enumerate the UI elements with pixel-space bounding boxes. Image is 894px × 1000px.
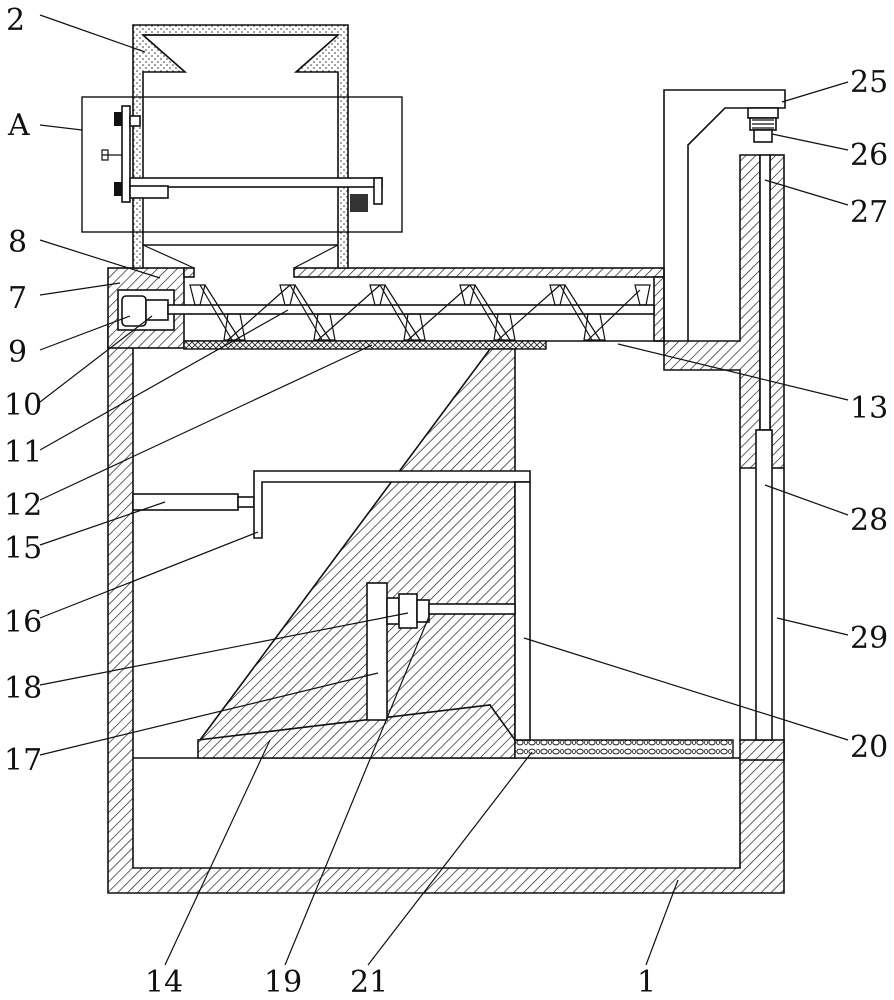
leader-17 xyxy=(39,672,379,756)
leader-lines xyxy=(39,14,849,966)
leader-20 xyxy=(523,637,849,741)
label-25: 25 xyxy=(850,65,888,100)
plate-20 xyxy=(514,481,531,741)
filter-plate-21 xyxy=(514,739,734,759)
label-17: 17 xyxy=(4,743,42,778)
partition-wall xyxy=(198,348,516,742)
label-A: A xyxy=(7,108,30,143)
support-17 xyxy=(366,582,388,721)
label-10: 10 xyxy=(4,388,42,423)
screw-blades-lower xyxy=(223,313,606,341)
lifting-assembly xyxy=(663,89,786,741)
label-21: 21 xyxy=(350,965,388,1000)
label-12: 12 xyxy=(4,488,42,523)
motor-26-top xyxy=(747,107,779,119)
detail-a-slider xyxy=(129,185,169,199)
label-28: 28 xyxy=(850,503,888,538)
leader-28 xyxy=(764,484,849,516)
screw-conveyor xyxy=(167,284,655,341)
right-column-left xyxy=(663,154,761,469)
partition xyxy=(197,348,734,759)
detail-a-arm-end xyxy=(373,177,383,205)
crusher-drive xyxy=(366,582,516,721)
leader-21 xyxy=(367,751,533,966)
leader-12 xyxy=(39,344,373,501)
right-column-right xyxy=(769,154,785,469)
leader-16 xyxy=(39,531,259,619)
label-13: 13 xyxy=(850,391,888,426)
motor-coupling xyxy=(145,299,169,321)
leader-29 xyxy=(776,617,849,636)
detail-a-screw xyxy=(129,115,141,127)
leader-11 xyxy=(39,309,289,451)
cylinder-rod xyxy=(237,496,255,508)
leader-15 xyxy=(39,501,166,546)
detail-a-clamp-bottom xyxy=(114,182,122,196)
housing-corner xyxy=(739,739,785,761)
leader-13 xyxy=(617,343,849,401)
label-29: 29 xyxy=(850,621,888,656)
label-18: 18 xyxy=(4,671,42,706)
conveyor-top-plate-left xyxy=(183,267,195,278)
shaft-19 xyxy=(428,603,516,615)
motor-26-coupling xyxy=(753,129,773,143)
detail-a-handle xyxy=(101,149,122,161)
motor-18-head xyxy=(416,599,430,623)
label-2: 2 xyxy=(6,3,25,38)
leader-10 xyxy=(39,315,153,403)
hopper-outlet xyxy=(142,244,339,269)
label-8: 8 xyxy=(8,225,27,260)
detail-a-clamp-top xyxy=(114,112,122,126)
screw-flights-back xyxy=(227,284,641,341)
leader-2 xyxy=(39,14,146,53)
detail-a xyxy=(81,96,403,233)
leader-27 xyxy=(764,179,849,206)
label-1: 1 xyxy=(637,965,656,1000)
leader-25 xyxy=(781,81,849,103)
leader-8 xyxy=(39,239,161,279)
leader-1 xyxy=(645,879,679,966)
leader-7 xyxy=(39,282,121,296)
drive-motor xyxy=(117,289,175,331)
scraper-assembly xyxy=(132,470,531,741)
leader-18 xyxy=(39,612,409,686)
leader-26 xyxy=(771,133,849,151)
label-20: 20 xyxy=(850,730,888,765)
label-19: 19 xyxy=(264,965,302,1000)
motor-body xyxy=(121,295,147,327)
detail-a-frame xyxy=(81,96,403,233)
detail-a-nozzle xyxy=(350,194,368,212)
label-14: 14 xyxy=(145,965,183,1000)
leader-19 xyxy=(284,613,431,966)
part-labels: 2 A 8 7 9 10 11 12 15 16 18 17 14 19 21 … xyxy=(4,3,888,1000)
motor-26-fins xyxy=(752,119,774,129)
slider-28 xyxy=(755,429,773,741)
frame-25 xyxy=(663,89,786,341)
label-9: 9 xyxy=(8,335,27,370)
leader-9 xyxy=(39,315,131,351)
conveyor-top-plate xyxy=(293,267,665,278)
label-7: 7 xyxy=(8,281,27,316)
filter-screen-12 xyxy=(183,340,547,350)
motor-18 xyxy=(398,593,418,629)
leader-A xyxy=(39,124,83,131)
label-15: 15 xyxy=(4,531,42,566)
label-11: 11 xyxy=(4,435,42,470)
screw-flights xyxy=(199,284,601,341)
screw-rod-27 xyxy=(759,154,771,431)
conveyor-end-plate xyxy=(653,276,665,342)
screw-blades-upper xyxy=(189,284,651,306)
label-27: 27 xyxy=(850,195,888,230)
leader-14 xyxy=(164,739,271,966)
detail-a-rail xyxy=(121,105,131,203)
motor-18-base xyxy=(386,597,400,625)
guide-29 xyxy=(739,468,785,740)
label-16: 16 xyxy=(4,605,42,640)
scraper-16 xyxy=(253,470,531,539)
feed-hopper xyxy=(132,24,349,269)
label-26: 26 xyxy=(850,138,888,173)
